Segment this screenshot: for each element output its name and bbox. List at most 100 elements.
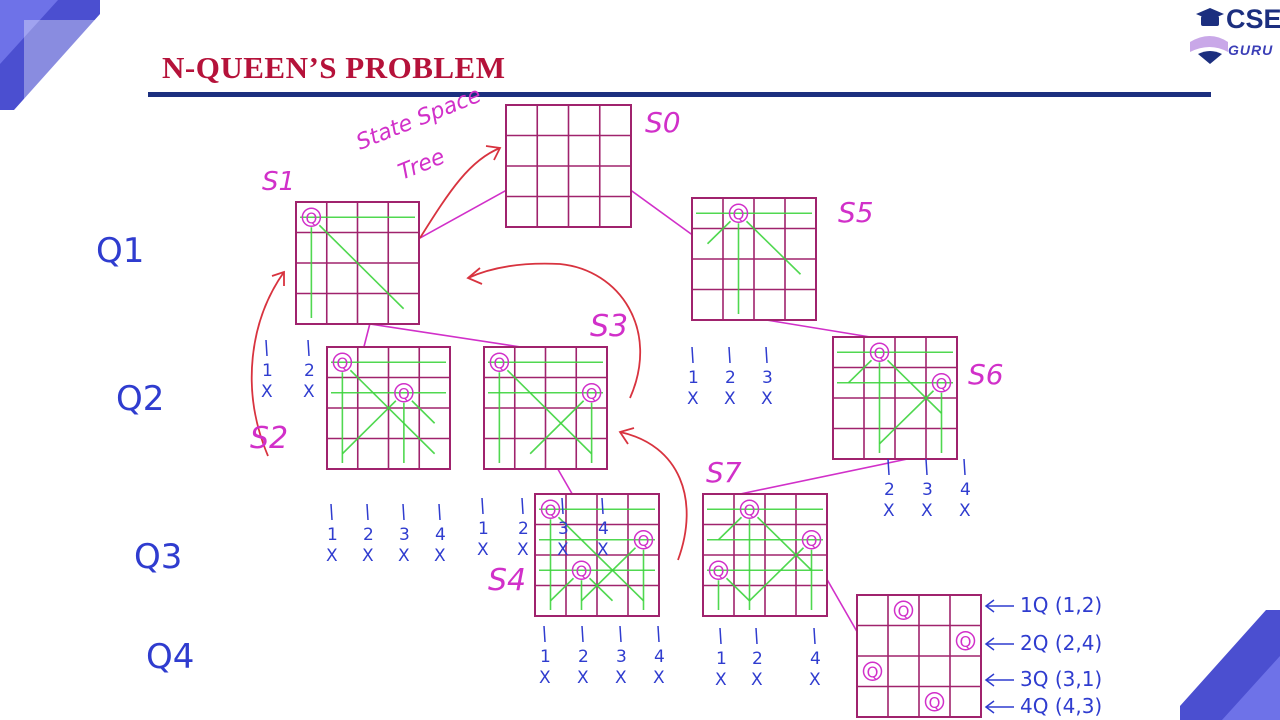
- queen-icon: [332, 352, 353, 372]
- attack-line: [588, 577, 614, 602]
- state-label-s3: S3: [590, 309, 628, 344]
- queen-symbol: Q: [586, 385, 598, 403]
- queen-symbol: Q: [867, 663, 879, 681]
- level-label-4: Q4: [146, 637, 194, 677]
- state-label-s2: S2: [250, 421, 288, 456]
- attack-line: [748, 547, 805, 602]
- branch-number-s4-2: 2: [578, 647, 589, 667]
- branch-cross-s3-1: X: [477, 540, 489, 560]
- branch-number-s3-1: 1: [478, 519, 489, 539]
- branch-stub: [481, 497, 484, 515]
- annotation-state-space: State Space: [353, 83, 485, 156]
- solution-arrowhead: [984, 700, 995, 714]
- queen-icon: [955, 631, 976, 651]
- branch-stub: [307, 339, 310, 357]
- backtrack-arrow-s1-s0: [419, 147, 501, 239]
- solution-entry-1: 1Q (1,2): [1020, 593, 1102, 617]
- branch-stub: [755, 627, 758, 645]
- queen-symbol: Q: [874, 344, 886, 362]
- arrowhead-2: [466, 267, 483, 285]
- attack-line: [878, 390, 935, 445]
- queen-icon: [931, 373, 952, 393]
- logo-subtext: GURU: [1228, 42, 1274, 58]
- branch-number-s4-1: 1: [540, 647, 551, 667]
- board-s4: QQQ: [534, 493, 660, 617]
- branch-stub: [728, 346, 731, 364]
- solution-entry-4: 4Q (4,3): [1020, 694, 1102, 718]
- queen-icon: [869, 342, 890, 362]
- branch-number-s7-2: 2: [752, 649, 763, 669]
- queen-icon: [301, 207, 322, 227]
- branch-cross-s4-1: X: [539, 668, 551, 688]
- branch-number-s1-1: 1: [262, 361, 273, 381]
- branch-cross-s7-2: X: [751, 670, 763, 690]
- branch-number-s6-3: 3: [922, 480, 933, 500]
- level-label-3: Q3: [134, 537, 182, 577]
- solution-entry-2: 2Q (2,4): [1020, 631, 1102, 655]
- tree-edge-s6-s7: [740, 458, 908, 495]
- tree-edge-s5-s6: [766, 319, 871, 338]
- queen-symbol: Q: [806, 532, 818, 550]
- queen-symbol: Q: [638, 532, 650, 550]
- branch-stub: [265, 339, 268, 357]
- branch-cross-s4-3: X: [615, 668, 627, 688]
- queen-symbol: Q: [960, 633, 972, 651]
- state-label-s4: S4: [488, 563, 526, 598]
- attack-line: [580, 547, 637, 602]
- branch-stub: [887, 458, 890, 476]
- branch-cross-s3-2: X: [517, 540, 529, 560]
- branch-cross-s6-3: X: [921, 501, 933, 521]
- branch-number-s1-2: 2: [304, 361, 315, 381]
- branch-stub: [581, 625, 584, 643]
- attack-line: [756, 516, 813, 571]
- branch-stub: [438, 503, 441, 521]
- attack-line: [725, 577, 751, 602]
- queen-symbol: Q: [545, 501, 557, 519]
- branch-cross-s7-1: X: [715, 670, 727, 690]
- branch-stub: [521, 497, 524, 515]
- logo-text: CSE: [1226, 4, 1280, 34]
- state-label-s1: S1: [262, 167, 295, 197]
- page-title: N-QUEEN’S PROBLEM: [162, 50, 506, 85]
- branch-cross-s5-2: X: [724, 389, 736, 409]
- queen-icon: [633, 530, 654, 550]
- tree-edge-s7-sol: [826, 579, 858, 632]
- branch-cross-s2-3: X: [398, 546, 410, 566]
- branch-stub: [765, 346, 768, 364]
- attack-line: [529, 400, 585, 455]
- branch-stub: [719, 627, 722, 645]
- branch-cross-s3-3: X: [557, 540, 569, 560]
- branch-cross-s2-1: X: [326, 546, 338, 566]
- branch-stub: [601, 497, 604, 515]
- solution-arrowhead: [984, 599, 995, 613]
- tree-edge-s1-s3: [369, 323, 522, 348]
- title-rule: [148, 92, 1211, 97]
- branch-number-s2-4: 4: [435, 525, 446, 545]
- attack-line: [847, 359, 873, 384]
- attack-line: [506, 369, 593, 455]
- queen-icon: [540, 499, 561, 519]
- queen-symbol: Q: [936, 375, 948, 393]
- corner-decoration-bottom-right: [1180, 610, 1280, 720]
- branch-stub: [691, 346, 694, 364]
- branch-cross-s4-2: X: [577, 668, 589, 688]
- branch-cross-s4-4: X: [653, 668, 665, 688]
- queen-symbol: Q: [733, 205, 745, 223]
- branch-cross-s1-1: X: [261, 382, 273, 402]
- branch-stub: [366, 503, 369, 521]
- board-s7: QQQ: [702, 493, 828, 617]
- backtrack-arrow-s4-s3: [619, 431, 688, 561]
- graduation-cap-icon: [1190, 8, 1228, 64]
- queen-icon: [489, 352, 510, 372]
- state-label-s6: S6: [968, 358, 1004, 391]
- solution-entry-3: 3Q (3,1): [1020, 667, 1102, 691]
- queen-symbol: Q: [493, 354, 505, 372]
- attack-line: [318, 224, 405, 310]
- solution-arrowhead: [984, 637, 995, 651]
- branch-number-s5-3: 3: [762, 368, 773, 388]
- tree-edge-s0-s5: [630, 189, 693, 236]
- branch-cross-s5-3: X: [761, 389, 773, 409]
- branch-stub: [963, 458, 966, 476]
- branch-number-s4-3: 3: [616, 647, 627, 667]
